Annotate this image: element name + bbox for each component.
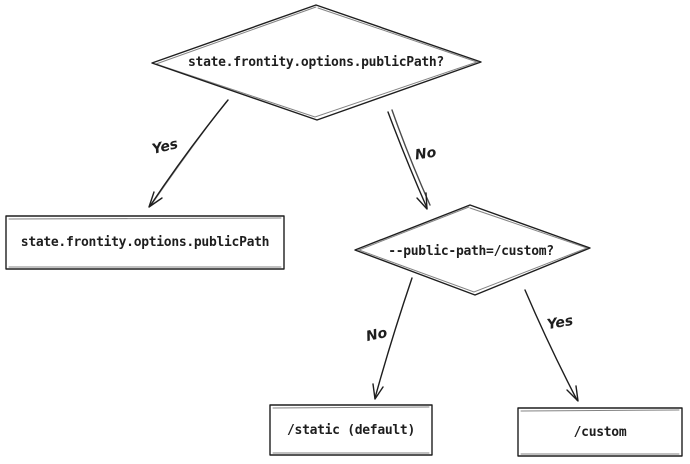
edge-yes-to-custom-arrow [524,289,579,402]
decision-state-publicpath-label: state.frontity.options.publicPath? [188,54,444,70]
decision-state-publicpath-shape [151,4,482,121]
result-state-publicpath-shape [5,215,285,270]
result-static-default-label: /static (default) [287,422,415,438]
result-static-default-shape [269,404,433,456]
result-custom-shape [517,407,683,457]
result-state-publicpath-label: state.frontity.options.publicPath [20,235,270,250]
result-custom-label: /custom [573,424,627,440]
edge-no-to-static-arrow [372,277,413,400]
edge-yes-to-state-arrow [148,99,229,208]
decision-cli-flag-label: --public-path=/custom? [388,243,554,259]
edge-no-to-flag-label: No [413,144,438,164]
decision-cli-flag-shape [354,204,591,296]
edge-no-to-flag-arrow [387,109,431,210]
